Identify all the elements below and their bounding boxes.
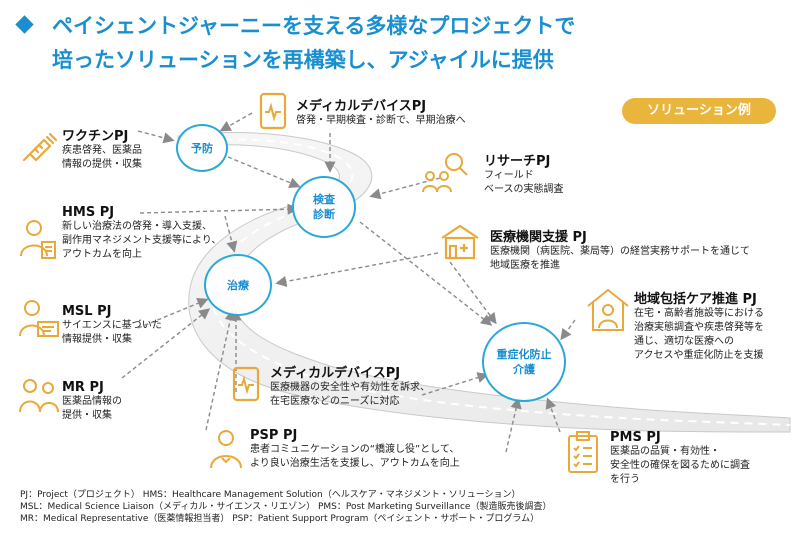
pj-vaccine-title: ワクチンPJ bbox=[62, 129, 129, 144]
pj-device2-desc-1: 医療機器の安全性や有効性を訴求、 bbox=[270, 382, 430, 393]
pj-device1-title: メディカルデバイスPJ bbox=[296, 99, 427, 114]
arrow-hms-exam bbox=[139, 203, 299, 215]
stage-severe-prevention-care: 重症化防止 介護 bbox=[482, 322, 566, 402]
pj-psp-desc-1: 患者コミュニケーションの“橋渡し役”として、 bbox=[250, 444, 460, 455]
pj-research-title: リサーチPJ bbox=[484, 154, 551, 169]
arrow-psp-treatment bbox=[205, 309, 236, 431]
mr-people-icon bbox=[19, 379, 59, 413]
stage-diagnosis-label: 診断 bbox=[313, 208, 335, 221]
arrow-pms-severe bbox=[545, 397, 561, 433]
pj-mr: MR PJ 医薬品情報の 提供・収集 bbox=[62, 380, 122, 423]
pj-mr-desc-2: 提供・収集 bbox=[62, 410, 112, 421]
person-with-document-icon bbox=[20, 220, 56, 259]
pj-community-desc-3: 通じ、適切な医療への bbox=[634, 336, 734, 347]
pj-community-title: 地域包括ケア推進 PJ bbox=[634, 292, 757, 307]
stage-care-label: 介護 bbox=[513, 363, 535, 376]
pj-hospital-title: 医療機関支援 PJ bbox=[490, 230, 587, 245]
arrow-prevention-exam bbox=[227, 156, 301, 188]
stage-treatment: 治療 bbox=[204, 254, 272, 316]
arrow-hospital-severe bbox=[449, 261, 497, 325]
pj-community-desc-4: アクセスや重症化防止を支援 bbox=[634, 350, 764, 361]
pj-hms-desc-3: アウトカムを向上 bbox=[62, 249, 142, 260]
patient-support-icon bbox=[210, 430, 242, 469]
arrow-msl-treatment bbox=[137, 298, 209, 329]
pj-pms-desc-3: を行う bbox=[610, 474, 640, 485]
pj-community-desc-2: 治療実態調査や疾患啓発等を bbox=[634, 322, 764, 333]
hospital-icon bbox=[441, 224, 479, 260]
home-care-icon bbox=[587, 288, 629, 331]
arrow-mr-treatment bbox=[121, 308, 211, 379]
pj-msl: MSL PJ サイエンスに基づいた 情報提供・収集 bbox=[62, 304, 162, 347]
solution-example-badge: ソリューション例 bbox=[622, 98, 776, 124]
stage-treatment-label: 治療 bbox=[227, 278, 249, 292]
arrow-research-exam bbox=[369, 177, 441, 200]
medical-device-icon bbox=[232, 366, 260, 402]
pj-medical-device-2: メディカルデバイスPJ 医療機器の安全性や有効性を訴求、 在宅医療などのニーズに… bbox=[270, 362, 430, 409]
syringe-icon bbox=[22, 132, 58, 162]
pj-mr-title: MR PJ bbox=[62, 380, 104, 395]
title-line-2: 培ったソリューションを再構築し、アジャイルに提供 bbox=[52, 48, 554, 72]
pj-hospital-support: 医療機関支援 PJ 医療機関（病医院、薬局等）の経営実務サポートを通じて 地域医… bbox=[490, 226, 750, 273]
pj-hms-desc-1: 新しい治療法の啓発・導入支援、 bbox=[62, 221, 212, 232]
msl-person-icon bbox=[19, 300, 59, 337]
tablet-device-icon bbox=[259, 92, 287, 130]
pj-pms-desc-1: 医薬品の品質・有効性・ bbox=[610, 446, 720, 457]
pj-device2-title: メディカルデバイスPJ bbox=[270, 366, 401, 381]
pj-hms-title: HMS PJ bbox=[62, 205, 115, 220]
title-line-1: ペイシェントジャーニーを支える多様なプロジェクトで bbox=[52, 14, 576, 38]
footer-note-2: MSL：Medical Science Liaison（メディカル・サイエンス・… bbox=[20, 502, 552, 512]
pj-medical-device-1: メディカルデバイスPJ 啓発・早期検査・診断で、早期治療へ bbox=[296, 95, 466, 128]
research-group-icon bbox=[422, 153, 468, 193]
pj-msl-desc-1: サイエンスに基づいた bbox=[62, 320, 162, 331]
arrow-hms-treatment bbox=[224, 215, 238, 253]
pj-mr-desc-1: 医薬品情報の bbox=[62, 396, 122, 407]
pj-vaccine-desc-2: 情報の提供・収集 bbox=[62, 159, 142, 170]
pj-hms-desc-2: 副作用マネジメント支援等により、 bbox=[62, 235, 222, 246]
pj-hms: HMS PJ 新しい治療法の啓発・導入支援、 副作用マネジメント支援等により、 … bbox=[62, 205, 221, 262]
checklist-clipboard-icon bbox=[568, 431, 598, 473]
pj-psp-title: PSP PJ bbox=[250, 428, 298, 443]
arrow-psp-severe bbox=[505, 397, 522, 453]
pj-research-desc-1: フィールド bbox=[484, 170, 534, 181]
arrow-vaccine-prevention bbox=[137, 130, 175, 144]
connector-arrows bbox=[121, 112, 576, 453]
arrow-hospital-treatment bbox=[275, 252, 439, 287]
pj-device1-desc-1: 啓発・早期検査・診断で、早期治療へ bbox=[296, 115, 466, 126]
pj-msl-desc-2: 情報提供・収集 bbox=[62, 334, 132, 345]
pj-pms-desc-2: 安全性の確保を図るために調査 bbox=[610, 460, 750, 471]
pj-device2-desc-2: 在宅医療などのニーズに対応 bbox=[270, 396, 400, 407]
stage-exam-label: 検査 bbox=[313, 193, 335, 206]
stage-severe-label: 重症化防止 bbox=[496, 348, 552, 361]
pj-pms-title: PMS PJ bbox=[610, 430, 661, 445]
pj-psp-desc-2: より良い治療生活を支援し、アウトカムを向上 bbox=[250, 458, 460, 469]
pj-vaccine: ワクチンPJ 疾患啓発、医薬品 情報の提供・収集 bbox=[62, 125, 142, 172]
footer-note-3: MR：Medical Representative（医薬情報担当者） PSP：P… bbox=[20, 514, 540, 524]
pj-research-desc-2: ベースの実態調査 bbox=[484, 184, 564, 195]
stage-prevention-label: 予防 bbox=[191, 141, 213, 155]
pj-community-care: 地域包括ケア推進 PJ 在宅・高齢者施設等における 治療実態調査や疾患啓発等を … bbox=[634, 288, 764, 363]
pj-pms: PMS PJ 医薬品の品質・有効性・ 安全性の確保を図るために調査 を行う bbox=[610, 430, 750, 487]
arrow-community-severe bbox=[560, 319, 576, 341]
arrow-device1-prevention bbox=[219, 112, 253, 132]
stage-exam-diagnosis: 検査 診断 bbox=[292, 176, 356, 238]
footer-note-1: PJ：Project（プロジェクト） HMS：Healthcare Manage… bbox=[20, 490, 521, 500]
pj-hospital-desc-2: 地域医療を推進 bbox=[490, 260, 560, 271]
pj-msl-title: MSL PJ bbox=[62, 304, 112, 319]
pj-psp: PSP PJ 患者コミュニケーションの“橋渡し役”として、 より良い治療生活を支… bbox=[250, 428, 460, 471]
pj-hospital-desc-1: 医療機関（病医院、薬局等）の経営実務サポートを通じて bbox=[490, 246, 750, 257]
pj-research: リサーチPJ フィールド ベースの実態調査 bbox=[484, 150, 564, 197]
pj-vaccine-desc-1: 疾患啓発、医薬品 bbox=[62, 145, 142, 156]
stage-prevention: 予防 bbox=[176, 124, 228, 172]
pj-community-desc-1: 在宅・高齢者施設等における bbox=[634, 308, 764, 319]
